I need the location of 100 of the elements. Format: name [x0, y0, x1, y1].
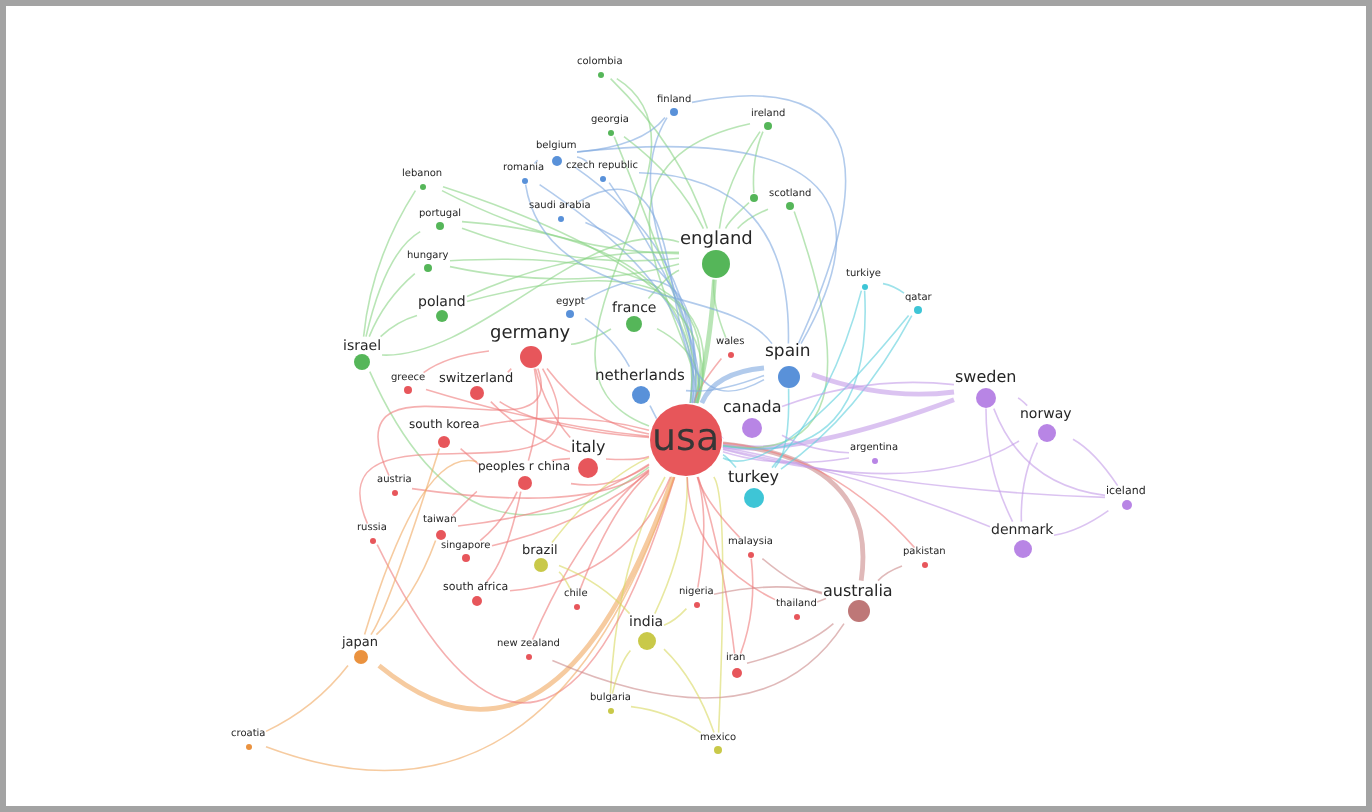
link-line	[370, 447, 441, 636]
link-line	[663, 648, 715, 734]
link-line	[712, 278, 727, 339]
link-line	[611, 649, 632, 695]
link-line	[576, 146, 838, 345]
link-line	[722, 441, 866, 581]
link-line	[551, 622, 845, 699]
country-label: england	[680, 229, 753, 251]
link-line	[365, 230, 421, 338]
link-line	[722, 446, 991, 528]
link-line	[457, 463, 650, 527]
link-line	[654, 476, 689, 615]
country-label: italy	[571, 438, 606, 457]
link-line	[425, 388, 650, 438]
link-line	[558, 564, 631, 615]
link-line	[449, 263, 680, 280]
link-line	[718, 130, 761, 230]
link-line	[713, 586, 823, 595]
link-line	[527, 367, 539, 462]
country-bubble	[650, 404, 722, 476]
link-line	[663, 607, 688, 626]
link-line	[584, 317, 631, 368]
link-line	[442, 186, 703, 404]
link-line	[534, 367, 571, 439]
link-line	[699, 365, 765, 405]
link-line	[1020, 441, 1039, 523]
link-line	[1072, 438, 1119, 487]
link-line	[685, 374, 765, 392]
link-line	[877, 565, 903, 582]
link-line	[608, 181, 697, 404]
link-line	[609, 77, 709, 230]
link-line	[648, 123, 751, 404]
link-line	[546, 367, 650, 435]
link-line	[816, 597, 827, 603]
link-line	[605, 455, 650, 461]
link-line	[630, 705, 702, 734]
link-line	[441, 189, 680, 255]
link-line	[722, 289, 866, 450]
link-line	[377, 367, 542, 477]
link-line	[722, 451, 850, 464]
link-line	[538, 183, 695, 404]
link-line	[722, 447, 1106, 499]
link-line	[459, 447, 480, 466]
link-line	[265, 664, 349, 733]
link-line	[722, 454, 737, 469]
link-line	[490, 400, 571, 453]
link-line	[686, 476, 776, 601]
link-line	[638, 172, 790, 345]
link-line	[722, 210, 829, 449]
link-line	[449, 258, 705, 404]
link-line	[696, 476, 741, 539]
country-label: sweden	[955, 368, 1017, 387]
link-line	[609, 476, 666, 695]
link-line	[579, 472, 650, 591]
link-line	[697, 476, 736, 655]
country-label: germany	[490, 324, 571, 346]
link-line	[1017, 397, 1028, 407]
link-line	[811, 372, 955, 397]
link-line	[781, 381, 955, 408]
country-label: turkey	[728, 468, 779, 487]
link-line	[451, 490, 478, 517]
link-line	[774, 387, 790, 469]
link-line	[722, 397, 955, 451]
link-line	[486, 490, 522, 583]
link-line	[761, 557, 823, 595]
link-line	[524, 183, 773, 345]
link-line	[509, 476, 672, 592]
link-line	[375, 539, 437, 636]
link-line	[479, 417, 650, 431]
country-label: canada	[723, 398, 782, 417]
link-line	[736, 208, 769, 230]
link-line	[746, 622, 835, 664]
link-line	[498, 400, 650, 439]
link-line	[461, 220, 693, 404]
link-line	[584, 221, 697, 404]
link-line	[359, 367, 558, 525]
link-line	[613, 135, 700, 404]
link-line	[882, 282, 905, 294]
link-line	[570, 464, 650, 486]
link-line	[558, 571, 572, 591]
link-line	[739, 557, 754, 655]
link-line	[752, 130, 764, 194]
link-line	[713, 476, 724, 734]
link-line	[724, 201, 750, 230]
link-line	[993, 407, 1106, 497]
link-line	[576, 116, 666, 153]
link-line	[649, 404, 658, 420]
link-line	[780, 314, 913, 470]
link-line	[771, 289, 863, 469]
link-line	[647, 269, 680, 300]
link-line	[623, 135, 705, 230]
link-line	[1053, 509, 1110, 536]
link-line	[570, 328, 612, 345]
link-line	[265, 476, 675, 771]
link-line	[491, 470, 650, 547]
link-line	[461, 227, 680, 262]
link-line	[369, 370, 650, 516]
link-line	[576, 156, 588, 163]
link-line	[693, 357, 723, 404]
link-line	[422, 350, 490, 374]
